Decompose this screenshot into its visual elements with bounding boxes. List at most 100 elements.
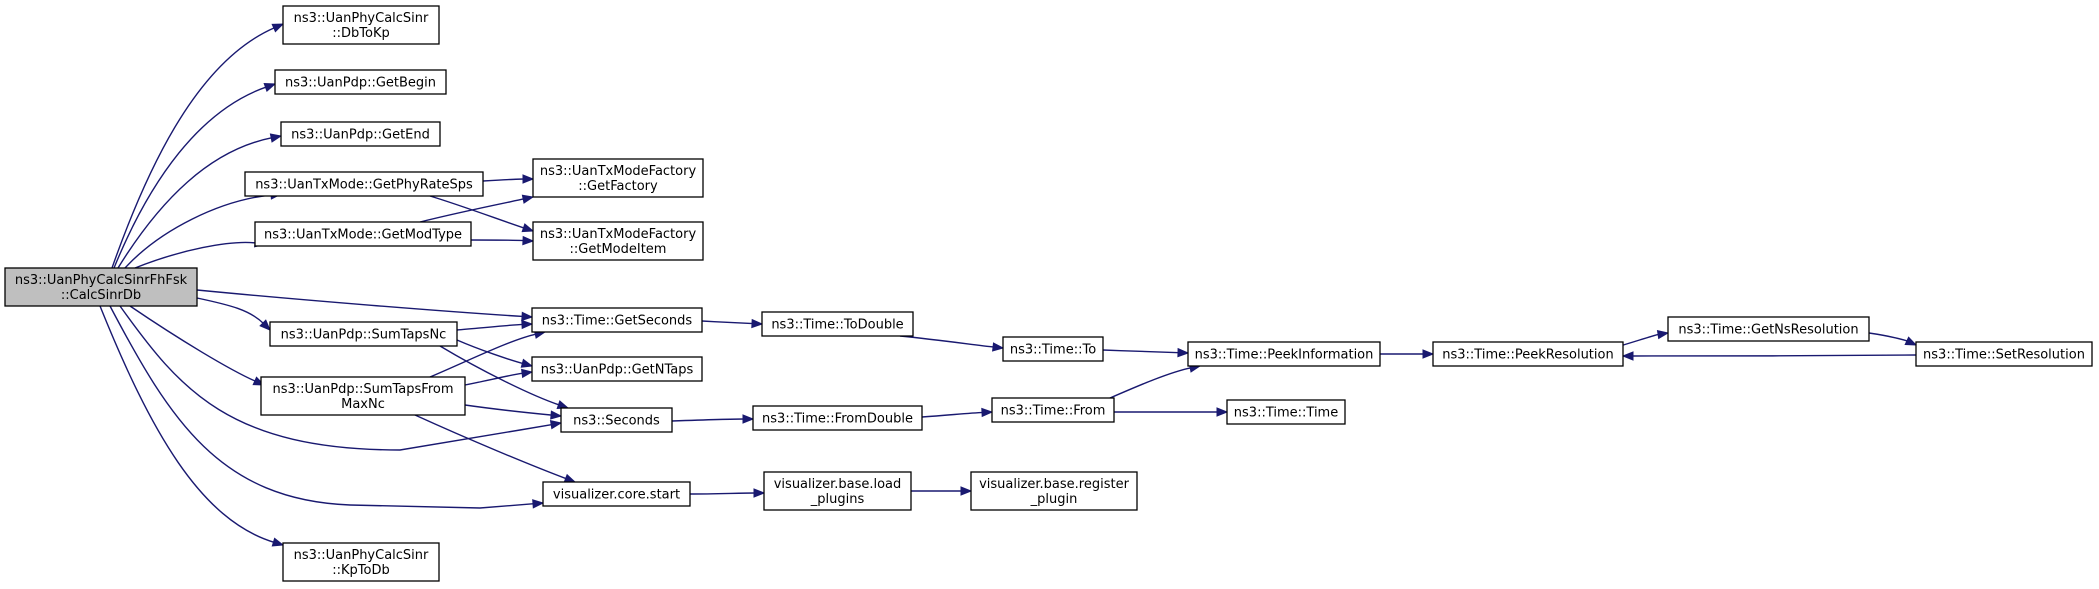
edge-line <box>196 289 524 318</box>
node-todouble[interactable]: ns3::Time::ToDouble <box>761 311 914 337</box>
node-box[interactable] <box>531 356 703 382</box>
arrow-head <box>521 368 534 379</box>
edge-sumtapsfrommax-to-seconds <box>464 404 563 420</box>
arrow-head <box>1904 336 1918 346</box>
edge-line <box>113 86 267 269</box>
node-box[interactable] <box>1226 399 1346 425</box>
node-box[interactable] <box>260 376 466 416</box>
edge-line <box>689 492 756 495</box>
edge-line <box>196 297 265 325</box>
node-label: ns3::Time::PeekInformation <box>1195 348 1374 363</box>
node-box[interactable] <box>282 5 440 45</box>
node-box[interactable] <box>560 407 673 433</box>
node-registerplugin[interactable]: visualizer.base.register_plugin <box>970 471 1138 511</box>
edge-root-to-sumtapsnc <box>196 297 271 331</box>
node-box[interactable] <box>531 307 703 333</box>
edge-root-to-getseconds <box>196 289 534 322</box>
node-label: visualizer.base.register <box>979 477 1130 492</box>
edge-line <box>456 323 524 331</box>
arrow-head <box>521 223 535 233</box>
node-timetime[interactable]: ns3::Time::Time <box>1226 399 1346 425</box>
node-dbtokp[interactable]: ns3::UanPhyCalcSinr::DbToKp <box>282 5 440 45</box>
node-box[interactable] <box>1187 341 1381 367</box>
node-box[interactable] <box>282 542 440 582</box>
edge-line <box>921 411 984 418</box>
node-label: ns3::UanPdp::GetNTaps <box>541 363 694 378</box>
node-box[interactable] <box>254 221 472 247</box>
node-box[interactable] <box>991 397 1115 423</box>
node-peekinfo[interactable]: ns3::Time::PeekInformation <box>1187 341 1381 367</box>
node-seconds[interactable]: ns3::Seconds <box>560 407 673 433</box>
node-getphyrate[interactable]: ns3::UanTxMode::GetPhyRateSps <box>244 171 484 197</box>
edge-line <box>124 194 273 269</box>
edge-line <box>1102 349 1180 354</box>
node-label: ns3::UanTxModeFactory <box>540 164 697 179</box>
node-getfactory[interactable]: ns3::UanTxModeFactory::GetFactory <box>532 158 704 198</box>
node-box[interactable] <box>542 481 691 507</box>
node-box[interactable] <box>532 158 704 198</box>
node-box[interactable] <box>1915 341 2093 367</box>
edge-setres-to-peekres <box>1621 351 1917 361</box>
node-box[interactable] <box>1002 336 1104 362</box>
arrow-head <box>532 499 545 509</box>
node-label: ns3::Seconds <box>573 414 660 429</box>
arrow-head <box>271 23 285 33</box>
node-vizstart[interactable]: visualizer.core.start <box>542 481 691 507</box>
edge-root-to-dbtokp <box>111 23 285 269</box>
node-box[interactable] <box>763 471 912 511</box>
arrow-head <box>1422 349 1435 359</box>
node-fromdouble[interactable]: ns3::Time::FromDouble <box>752 405 923 431</box>
edge-line <box>464 372 524 386</box>
edge-peekres-to-getnsres <box>1619 329 1670 347</box>
node-label: ::CalcSinrDb <box>61 288 141 303</box>
edge-line <box>439 345 560 406</box>
node-label: ns3::UanPdp::GetEnd <box>291 128 430 143</box>
node-label: ns3::UanPhyCalcSinr <box>294 548 429 563</box>
call-nodes: ns3::UanPhyCalcSinrFhFsk::CalcSinrDbns3:… <box>4 5 2093 582</box>
edge-timeto-to-peekinfo <box>1102 347 1190 358</box>
node-box[interactable] <box>752 405 923 431</box>
node-box[interactable] <box>970 471 1138 511</box>
node-getmodtype[interactable]: ns3::UanTxMode::GetModType <box>254 221 472 247</box>
node-label: MaxNc <box>341 397 385 412</box>
edge-root-to-kptodb <box>99 305 285 547</box>
node-timeto[interactable]: ns3::Time::To <box>1002 336 1104 362</box>
arrow-head <box>263 82 277 92</box>
node-timefrom[interactable]: ns3::Time::From <box>991 397 1115 423</box>
node-loadplugins[interactable]: visualizer.base.load_plugins <box>763 471 912 511</box>
node-box[interactable] <box>532 221 704 261</box>
node-kptodb[interactable]: ns3::UanPhyCalcSinr::KpToDb <box>282 542 440 582</box>
node-label: ns3::UanTxMode::GetPhyRateSps <box>255 178 473 193</box>
node-box[interactable] <box>4 267 198 307</box>
node-box[interactable] <box>269 321 458 347</box>
node-sumtapsnc[interactable]: ns3::UanPdp::SumTapsNc <box>269 321 458 347</box>
node-getbegin[interactable]: ns3::UanPdp::GetBegin <box>274 69 447 95</box>
node-getnsres[interactable]: ns3::Time::GetNsResolution <box>1667 316 1870 342</box>
node-box[interactable] <box>1432 341 1624 367</box>
edge-getmodtype-to-getmodeitem <box>470 235 535 246</box>
edge-sumtapsnc-to-seconds <box>439 345 570 410</box>
node-label: ns3::Time::FromDouble <box>762 412 913 427</box>
arrow-head <box>269 133 283 143</box>
node-label: ns3::UanPdp::GetBegin <box>285 76 436 91</box>
node-box[interactable] <box>244 171 484 197</box>
node-box[interactable] <box>761 311 914 337</box>
arrow-head <box>753 488 766 498</box>
node-getntaps[interactable]: ns3::UanPdp::GetNTaps <box>531 356 703 382</box>
node-getmodeitem[interactable]: ns3::UanTxModeFactory::GetModeItem <box>532 221 704 261</box>
edge-line <box>111 26 276 269</box>
node-peekres[interactable]: ns3::Time::PeekResolution <box>1432 341 1624 367</box>
node-box[interactable] <box>280 121 441 147</box>
node-getseconds[interactable]: ns3::Time::GetSeconds <box>531 307 703 333</box>
arrow-head <box>563 473 577 483</box>
node-label: ns3::Time::SetResolution <box>1923 348 2085 363</box>
node-box[interactable] <box>1667 316 1870 342</box>
node-box[interactable] <box>274 69 447 95</box>
node-root[interactable]: ns3::UanPhyCalcSinrFhFsk::CalcSinrDb <box>4 267 198 307</box>
node-setres[interactable]: ns3::Time::SetResolution <box>1915 341 2093 367</box>
node-getend[interactable]: ns3::UanPdp::GetEnd <box>280 121 441 147</box>
arrow-head <box>550 410 563 420</box>
edge-root-to-seconds <box>119 305 563 451</box>
